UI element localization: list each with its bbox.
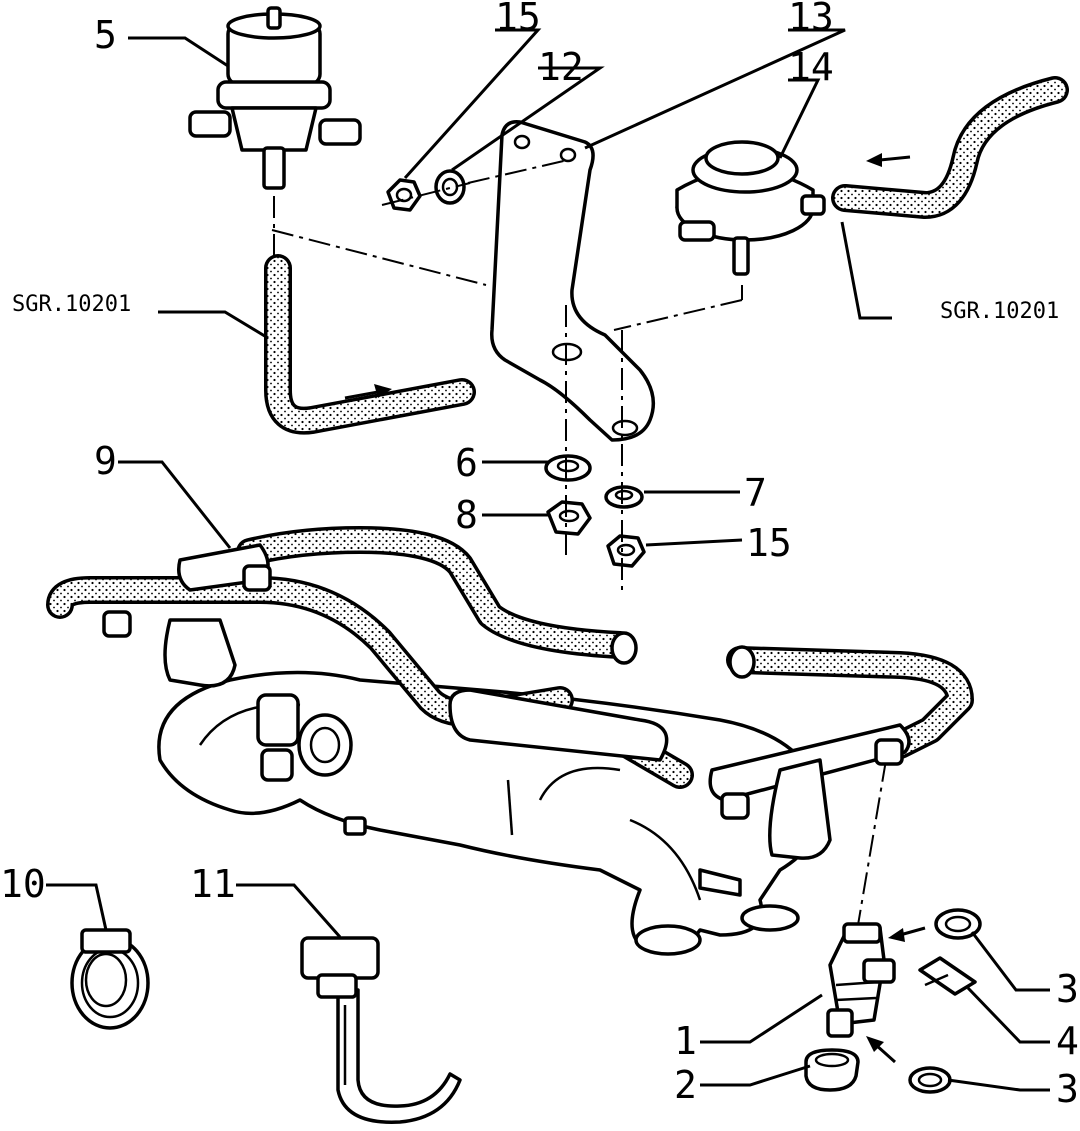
nut-15-top (386, 178, 422, 212)
leader-lines (46, 28, 1050, 1092)
flow-arrow-left (344, 384, 392, 400)
nut-8 (546, 500, 592, 536)
reference-label-right: SGR.10201 (940, 299, 1059, 324)
clip-4 (918, 956, 977, 996)
callout-1: 1 (674, 1019, 697, 1063)
callout-3-top: 3 (1056, 967, 1079, 1011)
flow-arrow-right (866, 153, 911, 167)
callout-2: 2 (674, 1063, 697, 1107)
callout-13: 13 (788, 0, 834, 39)
pulsation-damper (675, 140, 826, 276)
callout-7: 7 (744, 471, 767, 515)
nut-15-lower (606, 534, 646, 568)
washer-12 (434, 169, 466, 205)
callout-8: 8 (455, 493, 478, 537)
install-arrow-top (888, 926, 926, 942)
callout-14: 14 (788, 45, 834, 89)
fuel-return-hose-right (831, 76, 1069, 219)
hose-clamp (70, 928, 150, 1030)
fuel-return-hose-left (264, 254, 476, 435)
washer-6 (544, 454, 592, 482)
callout-9: 9 (94, 439, 117, 483)
o-ring-3-top (934, 908, 982, 940)
washer-7 (604, 485, 644, 509)
callout-12: 12 (538, 45, 584, 89)
callout-5: 5 (94, 13, 117, 57)
callout-11: 11 (190, 862, 236, 906)
o-ring-3-bottom (908, 1066, 952, 1094)
seal-ring-2 (804, 1048, 860, 1092)
reference-label-left: SGR.10201 (12, 292, 131, 317)
bracket (490, 120, 656, 442)
callout-15-lower: 15 (746, 521, 792, 565)
install-arrow-bottom (866, 1036, 897, 1064)
assembly-lines (271, 159, 887, 926)
fuel-injector (826, 922, 896, 1038)
callout-4: 4 (1056, 1019, 1079, 1063)
callout-6: 6 (455, 441, 478, 485)
support-clamp (300, 936, 462, 1124)
callout-3-bottom: 3 (1056, 1067, 1079, 1111)
callout-15-top: 15 (495, 0, 541, 39)
callout-10: 10 (0, 862, 46, 906)
fuel-rail (46, 526, 974, 860)
pressure-regulator (188, 6, 362, 190)
